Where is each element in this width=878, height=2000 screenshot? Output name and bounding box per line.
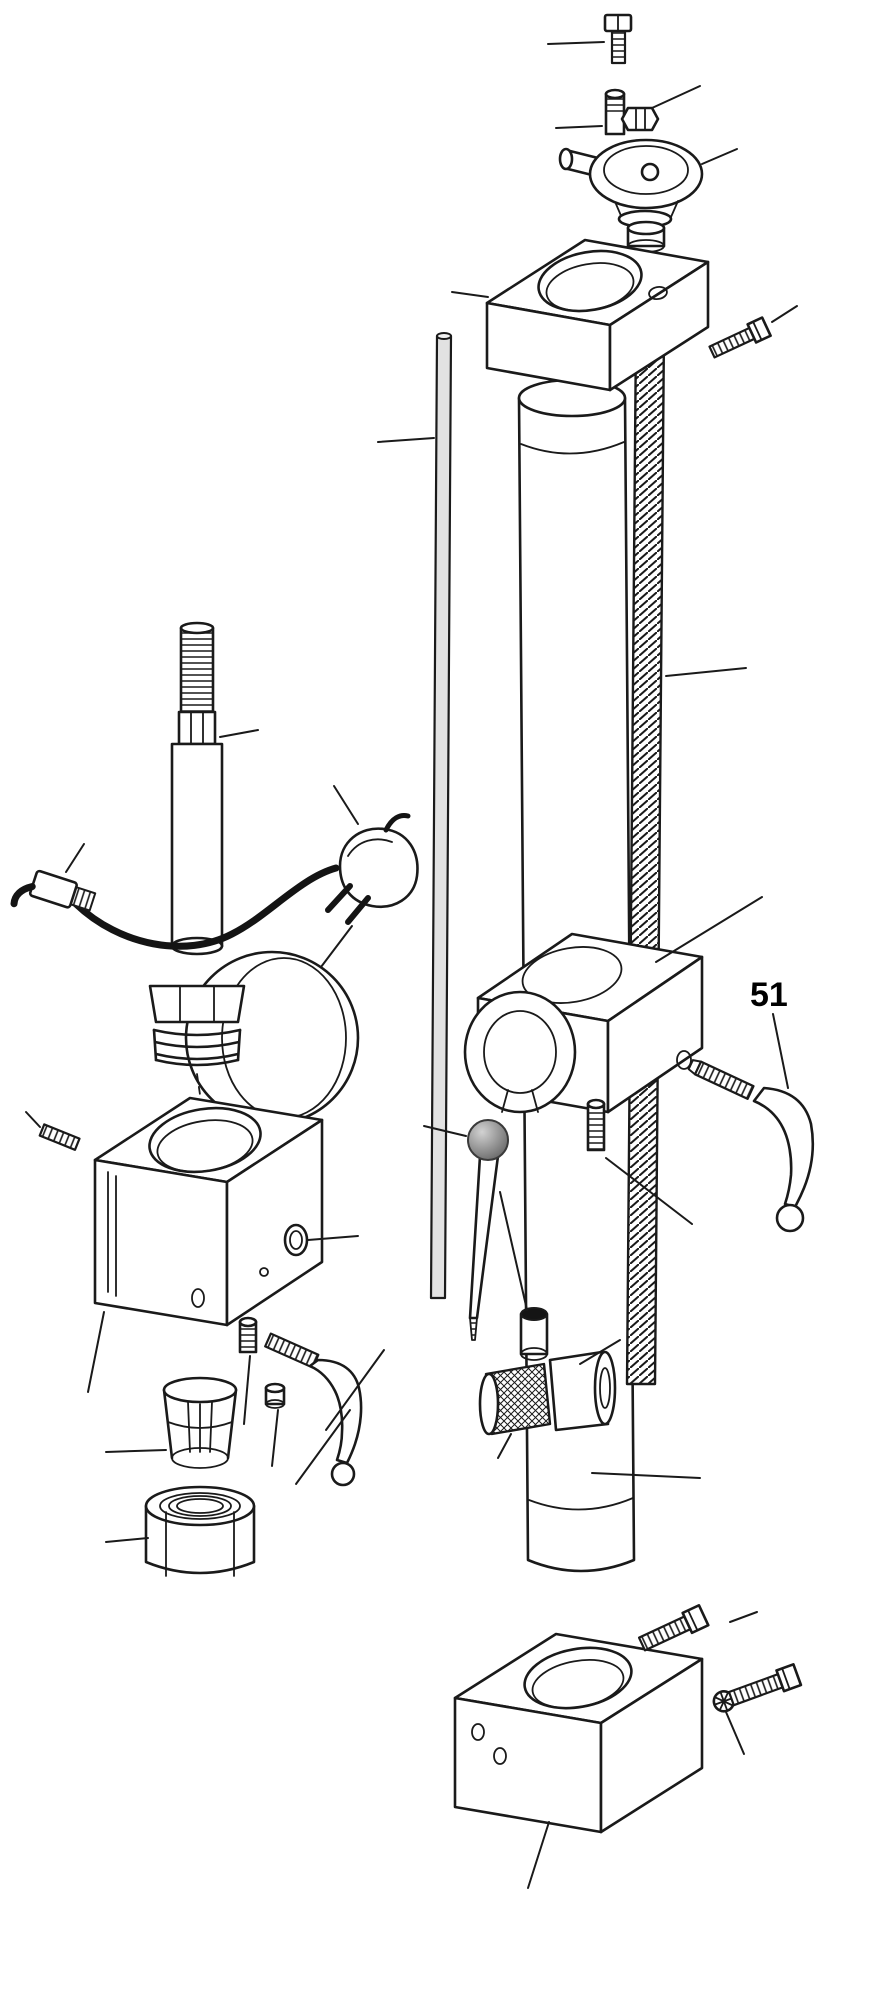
leader-line xyxy=(579,1339,621,1365)
handle-ball xyxy=(775,1203,805,1233)
leader-line xyxy=(87,1311,105,1393)
small-nut xyxy=(264,1382,286,1409)
lock-washer xyxy=(283,1223,309,1257)
collet-nut xyxy=(144,1485,256,1577)
leader-line xyxy=(65,843,85,873)
leader-line xyxy=(725,1711,745,1755)
spindle-shaft xyxy=(170,621,224,956)
top-bolt xyxy=(603,13,633,65)
carriage-block xyxy=(463,932,704,1114)
power-cord xyxy=(10,813,419,950)
left-clamp-block xyxy=(93,1096,324,1327)
leader-line xyxy=(105,1537,149,1543)
top-clamp-block xyxy=(485,238,710,392)
left-clamp-handle xyxy=(308,1358,363,1487)
leader-line xyxy=(771,305,798,323)
set-screw xyxy=(586,1098,606,1152)
handle-ball xyxy=(330,1461,356,1487)
leader-line xyxy=(527,1821,550,1889)
leader-line xyxy=(605,1157,693,1225)
plunger-cap xyxy=(520,1307,548,1321)
leader-line xyxy=(655,896,763,963)
right-clamp-handle xyxy=(752,1086,815,1233)
top-block-bolt xyxy=(708,316,772,359)
leader-line xyxy=(701,148,738,165)
base-block xyxy=(453,1632,704,1834)
leader-line xyxy=(591,1472,701,1479)
leader-line xyxy=(377,437,435,443)
leader-line xyxy=(555,125,603,129)
leader-line xyxy=(320,925,353,968)
callout-label-51: 51 xyxy=(750,976,788,1014)
base-bolt-upper xyxy=(637,1603,710,1652)
leader-line xyxy=(423,1125,467,1137)
hex-nut xyxy=(620,106,660,132)
left-clamp-stud xyxy=(264,1332,320,1369)
leader-line xyxy=(333,785,359,825)
lever-ball-knob xyxy=(467,1119,509,1161)
leader-line xyxy=(219,729,259,738)
leader-line xyxy=(729,1611,758,1623)
leader-line xyxy=(243,1355,251,1425)
leader-line xyxy=(547,41,605,45)
small-screw xyxy=(238,1316,258,1354)
cap-assembly xyxy=(558,138,704,253)
leader-line xyxy=(105,1449,167,1453)
plunger-pin xyxy=(519,1307,549,1361)
leader-line xyxy=(25,1111,41,1128)
dowel-pin xyxy=(259,1267,269,1277)
leader-line xyxy=(325,1349,385,1431)
clamp-boss-ring xyxy=(463,990,577,1114)
leader-line xyxy=(665,667,747,677)
leader-line xyxy=(499,1191,528,1311)
collet xyxy=(162,1376,238,1469)
leader-line xyxy=(772,1013,789,1089)
leader-lines xyxy=(25,41,798,1889)
leader-line xyxy=(651,85,701,109)
leader-line xyxy=(451,291,489,298)
feed-lever xyxy=(467,1119,509,1341)
left-block-set-stud xyxy=(38,1123,81,1151)
power-plug xyxy=(325,813,419,925)
spindle-nose xyxy=(148,984,246,1137)
base-bolt-lower xyxy=(712,1663,803,1713)
shaft-hex xyxy=(177,710,217,746)
clamp-ring xyxy=(184,950,360,1126)
stud-and-nut xyxy=(604,88,660,136)
leader-line xyxy=(295,1409,351,1485)
cord-connector xyxy=(10,869,97,912)
guide-rod xyxy=(429,332,453,1300)
lead-screw xyxy=(625,328,666,1386)
leader-line xyxy=(271,1409,279,1467)
leader-line xyxy=(307,1235,359,1241)
right-clamp-stud xyxy=(687,1059,755,1100)
leader-line xyxy=(497,1433,512,1459)
cap-bushing xyxy=(626,220,666,253)
pinion-sleeve xyxy=(478,1350,617,1436)
